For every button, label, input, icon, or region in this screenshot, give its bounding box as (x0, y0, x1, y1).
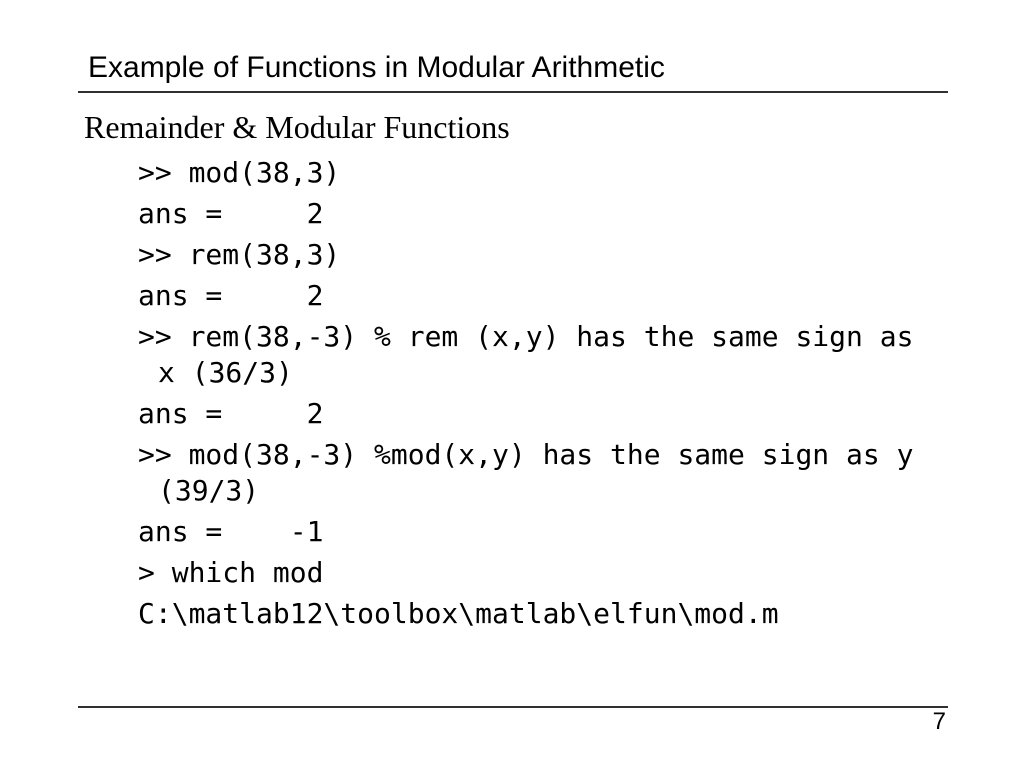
code-line-rem-negative-wrap: x (36/3) (158, 356, 293, 389)
slide-title: Example of Functions in Modular Arithmet… (88, 51, 665, 84)
code-line-which-command: > which mod (138, 556, 324, 589)
code-line-file-path: C:\matlab12\toolbox\matlab\elfun\mod.m (138, 597, 779, 630)
code-line-ans-result: ans = 2 (138, 279, 324, 312)
code-line-mod-negative-wrap: (39/3) (158, 474, 260, 507)
code-line-mod-command: >> mod(38,3) (138, 156, 341, 189)
title-divider-rule (78, 91, 948, 93)
code-line-ans-result: ans = 2 (138, 397, 324, 430)
code-line-ans-result-negative: ans = -1 (138, 515, 324, 548)
code-line-rem-negative-command: >> rem(38,-3) % rem (x,y) has the same s… (138, 320, 914, 353)
matlab-code-block: >> mod(38,3) ans = 2 >> rem(38,3) ans = … (138, 155, 958, 632)
footer-divider-rule (78, 706, 948, 708)
slide-subtitle: Remainder & Modular Functions (84, 109, 510, 145)
code-line-mod-negative-command: >> mod(38,-3) %mod(x,y) has the same sig… (138, 438, 914, 471)
code-line-ans-result: ans = 2 (138, 197, 324, 230)
page-number: 7 (932, 708, 946, 735)
code-line-rem-command: >> rem(38,3) (138, 238, 341, 271)
